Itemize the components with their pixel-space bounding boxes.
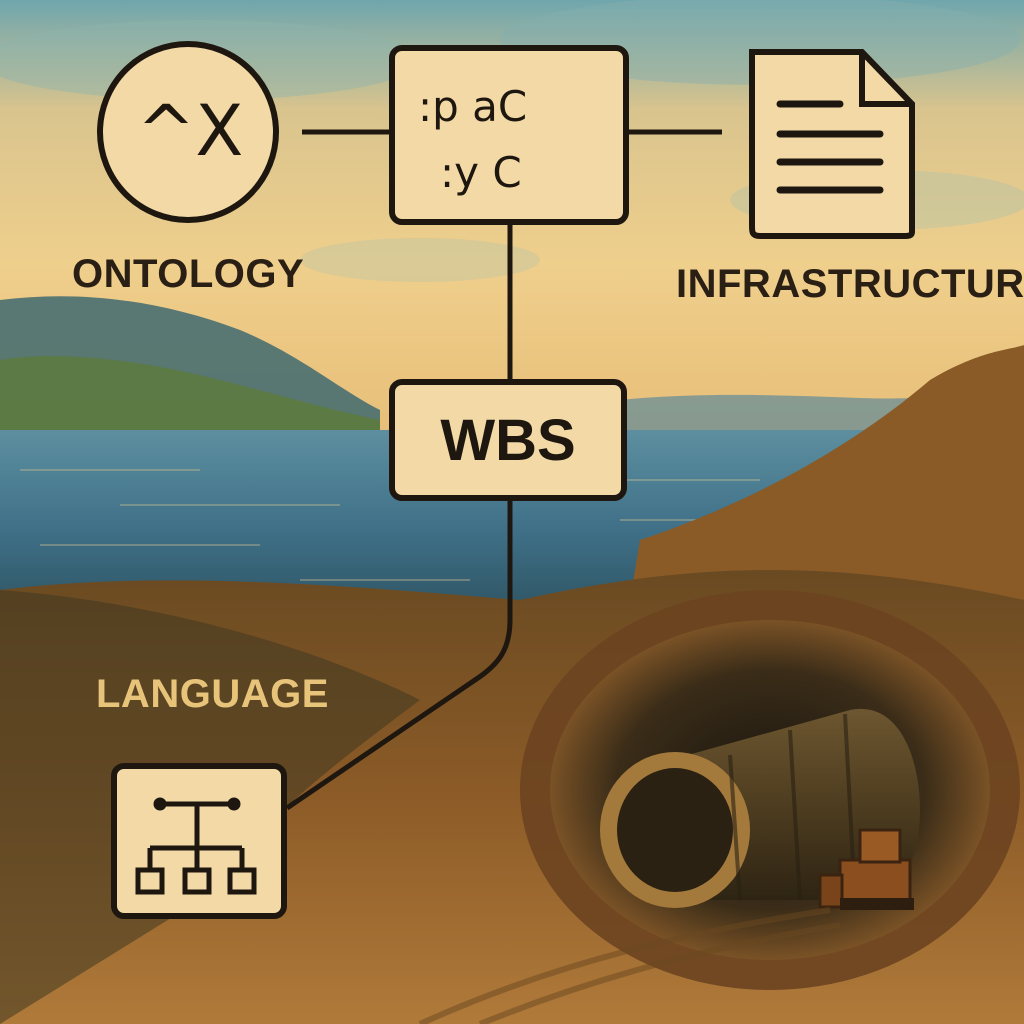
edge-wbs-language xyxy=(285,500,513,811)
language-label: LANGUAGE xyxy=(96,672,329,716)
wbs-label: WBS xyxy=(440,407,576,473)
wbs-box xyxy=(389,379,627,501)
infrastructure-label: INFRASTRUCTURE xyxy=(676,262,1024,306)
ontology-circle xyxy=(97,41,279,223)
document-icon xyxy=(749,49,915,239)
bulldozer xyxy=(818,828,914,910)
code-line-2: :y C xyxy=(440,148,522,197)
ontology-symbol: ^X xyxy=(136,90,244,172)
code-box xyxy=(389,45,629,225)
connectors xyxy=(285,129,722,811)
hierarchy-tree-icon xyxy=(111,763,287,919)
ontology-label: ONTOLOGY xyxy=(72,252,305,296)
code-line-1: :p aC xyxy=(418,82,528,131)
